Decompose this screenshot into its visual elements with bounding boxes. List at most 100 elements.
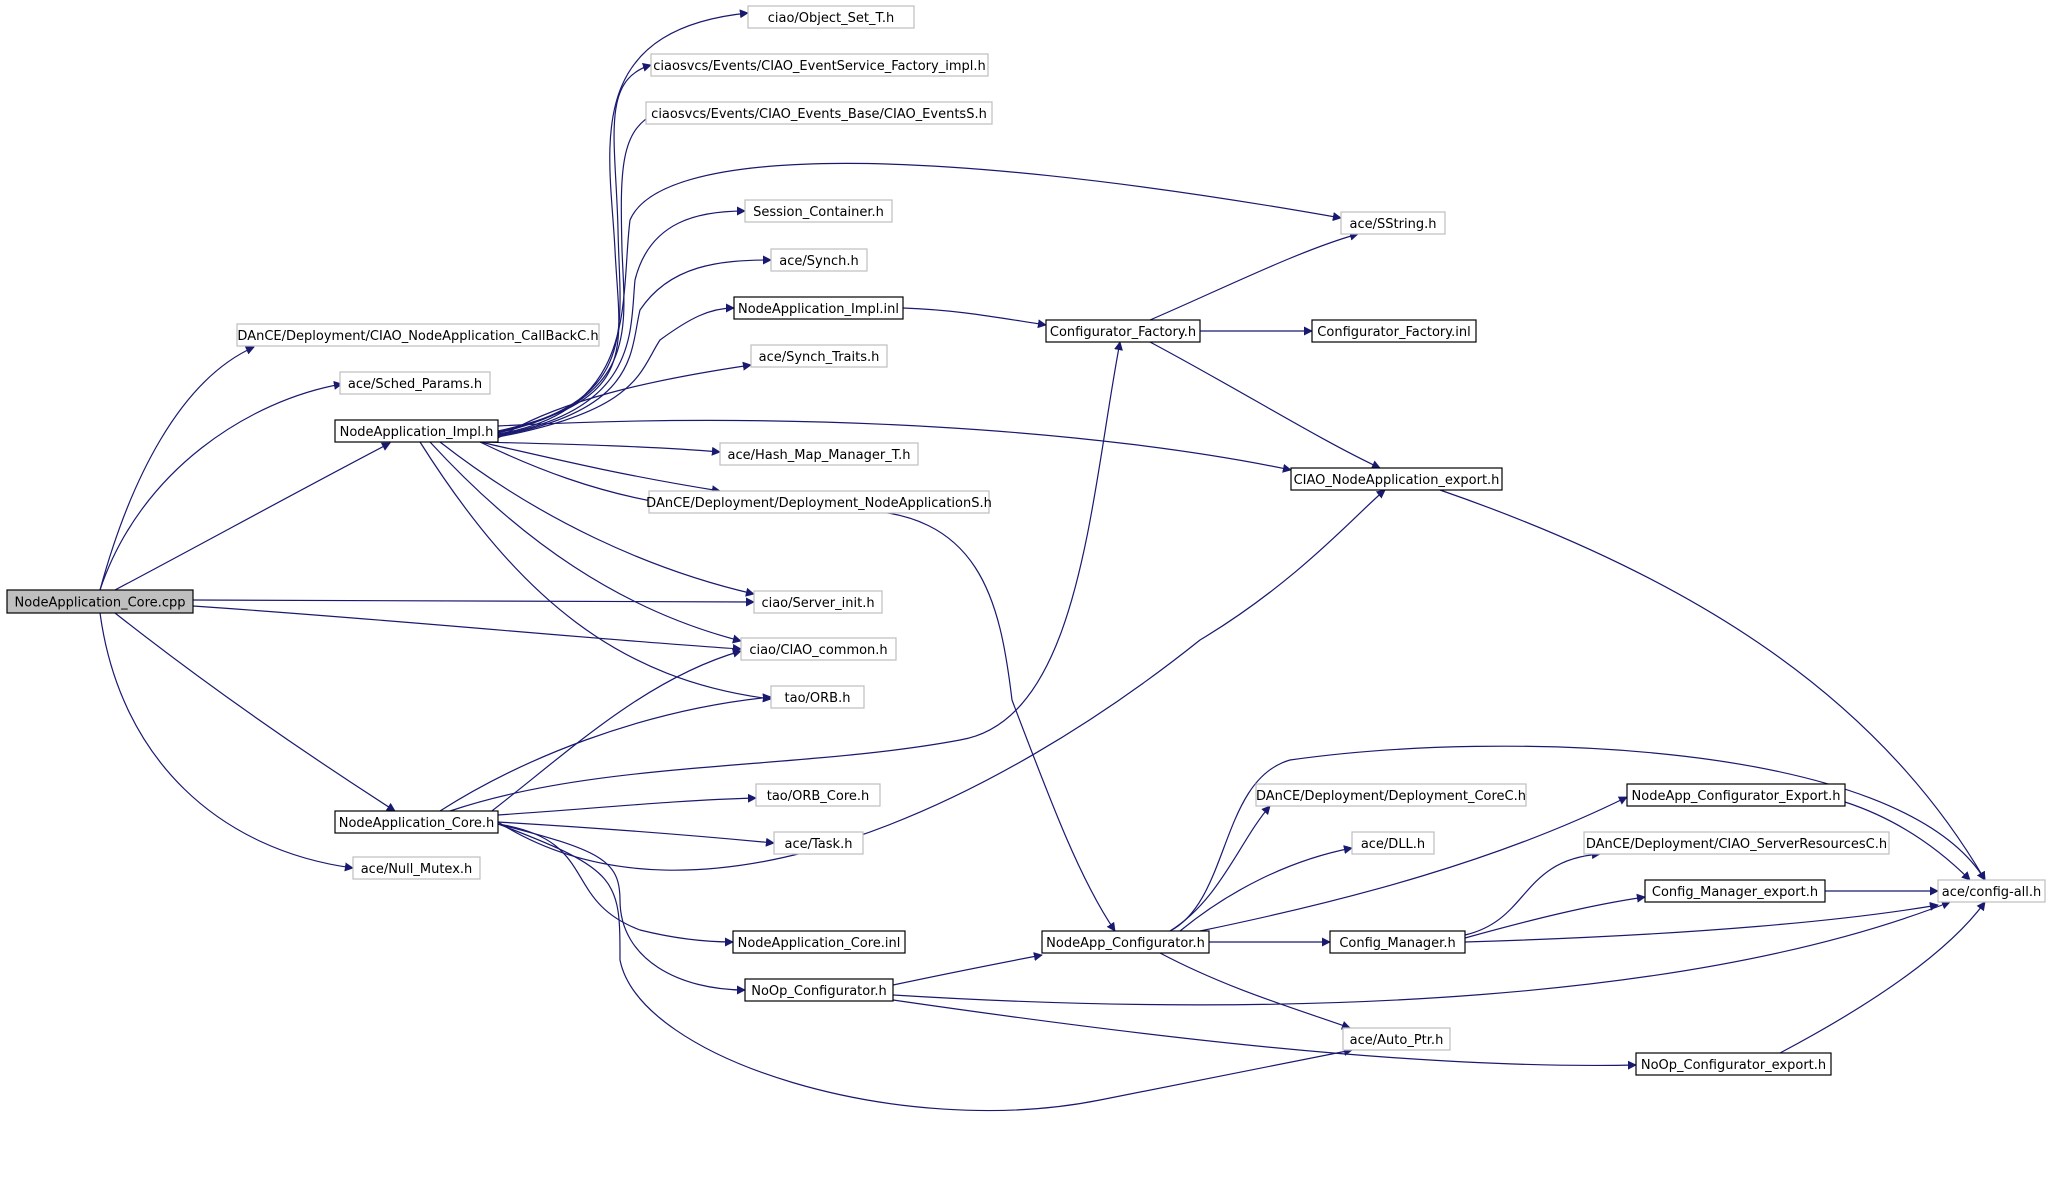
node-box bbox=[773, 831, 864, 855]
edge-impl_h-to-serverinit bbox=[439, 441, 755, 597]
node-configall: ace/config-all.h bbox=[1937, 879, 2046, 903]
node-box bbox=[744, 199, 893, 223]
node-label: NodeApplication_Core.inl bbox=[738, 936, 901, 951]
edge-impl_h-to-session bbox=[497, 206, 746, 436]
node-ciaocommon: ciao/CIAO_common.h bbox=[740, 637, 897, 661]
node-label: ciao/Server_init.h bbox=[761, 596, 874, 611]
node-box bbox=[1340, 211, 1446, 235]
node-label: ace/DLL.h bbox=[1361, 837, 1425, 852]
node-cfgfactory[interactable]: Configurator_Factory.h bbox=[1045, 319, 1201, 343]
edge-cfgmanager-to-configall bbox=[1464, 901, 1939, 943]
edge-root-to-callback bbox=[99, 346, 255, 591]
node-synchtraits: ace/Synch_Traits.h bbox=[750, 344, 888, 368]
node-noopexport[interactable]: NoOp_Configurator_export.h bbox=[1635, 1052, 1832, 1076]
edge-ciaoexport-to-configall bbox=[1439, 489, 1986, 881]
node-box bbox=[1329, 930, 1466, 954]
node-label: ciao/CIAO_common.h bbox=[749, 643, 887, 658]
edge-core_h-to-cfgfactory bbox=[449, 341, 1123, 812]
node-box bbox=[236, 323, 600, 347]
edge-impl_h-to-nodeappcfg bbox=[479, 441, 1116, 932]
node-label: NoOp_Configurator_export.h bbox=[1641, 1058, 1826, 1073]
node-session: Session_Container.h bbox=[744, 199, 893, 223]
node-nodeappcfg[interactable]: NodeApp_Configurator.h bbox=[1041, 930, 1210, 954]
edges bbox=[99, 9, 1986, 1111]
edge-root-to-serverinit bbox=[192, 597, 755, 607]
node-serverres: DAnCE/Deployment/CIAO_ServerResourcesC.h bbox=[1583, 831, 1890, 855]
edge-impl_h-to-depnodeapp bbox=[479, 441, 721, 495]
edge-cfgmanager-to-serverres bbox=[1464, 850, 1601, 936]
edge-cfgfactory-to-ciaoexport bbox=[1149, 341, 1381, 469]
node-label: ace/Hash_Map_Manager_T.h bbox=[728, 448, 911, 463]
node-label: ace/Task.h bbox=[785, 837, 853, 852]
edge-impl_h-to-ciaoexport bbox=[497, 419, 1292, 473]
node-box bbox=[352, 856, 481, 880]
node-label: ace/Auto_Ptr.h bbox=[1350, 1033, 1444, 1048]
node-box bbox=[1937, 879, 2046, 903]
edge-impl_h-to-sstring bbox=[497, 162, 1342, 435]
node-box bbox=[1351, 831, 1435, 855]
node-label: tao/ORB.h bbox=[785, 691, 851, 706]
nodes: NodeApplication_Core.cppNodeApplication_… bbox=[6, 5, 2046, 1076]
edge-root-to-nullmutex bbox=[99, 612, 354, 872]
node-root[interactable]: NodeApplication_Core.cpp bbox=[6, 589, 194, 614]
node-box bbox=[334, 419, 499, 443]
edge-nodeappcfg-to-autoptr bbox=[1159, 952, 1351, 1030]
node-cfgmanager[interactable]: Config_Manager.h bbox=[1329, 930, 1466, 954]
node-orb: tao/ORB.h bbox=[770, 685, 865, 709]
edge-impl_h-to-ciaocommon bbox=[429, 441, 742, 644]
node-box bbox=[1311, 319, 1477, 343]
node-box bbox=[1290, 467, 1503, 491]
node-label: ciao/Object_Set_T.h bbox=[768, 11, 895, 26]
node-box bbox=[750, 344, 888, 368]
node-label: NodeApplication_Impl.h bbox=[340, 425, 494, 440]
edge-root-to-core_h bbox=[114, 612, 396, 812]
node-label: ace/SString.h bbox=[1350, 217, 1437, 232]
node-label: NodeApplication_Impl.inl bbox=[738, 302, 899, 317]
node-box bbox=[744, 978, 894, 1002]
edge-core_h-to-ciaoexport bbox=[497, 489, 1386, 871]
node-label: CIAO_NodeApplication_export.h bbox=[1294, 473, 1500, 488]
node-label: DAnCE/Deployment/CIAO_ServerResourcesC.h bbox=[1586, 837, 1887, 852]
node-box bbox=[733, 296, 904, 320]
node-ciaoexport[interactable]: CIAO_NodeApplication_export.h bbox=[1290, 467, 1503, 491]
node-nullmutex: ace/Null_Mutex.h bbox=[352, 856, 481, 880]
node-cfgfactory_inl[interactable]: Configurator_Factory.inl bbox=[1311, 319, 1477, 343]
node-label: NodeApp_Configurator.h bbox=[1046, 936, 1205, 951]
node-nodeappexport[interactable]: NodeApp_Configurator_Export.h bbox=[1626, 783, 1846, 807]
node-box bbox=[1626, 783, 1846, 807]
node-box bbox=[1045, 319, 1201, 343]
node-label: ace/config-all.h bbox=[1942, 885, 2042, 900]
node-box bbox=[1041, 930, 1210, 954]
edge-impl_h-to-impl_inl bbox=[497, 303, 735, 438]
node-sched: ace/Sched_Params.h bbox=[339, 371, 491, 395]
node-label: NodeApplication_Core.cpp bbox=[15, 596, 186, 611]
node-noop[interactable]: NoOp_Configurator.h bbox=[744, 978, 894, 1002]
node-core_inl[interactable]: NodeApplication_Core.inl bbox=[732, 930, 906, 954]
node-evbase: ciaosvcs/Events/CIAO_Events_Base/CIAO_Ev… bbox=[645, 101, 993, 125]
node-impl_h[interactable]: NodeApplication_Impl.h bbox=[334, 419, 499, 443]
node-box bbox=[6, 589, 194, 614]
edge-impl_inl-to-cfgfactory bbox=[902, 307, 1047, 329]
node-label: ace/Synch.h bbox=[779, 254, 858, 269]
edge-nodeappcfg-to-nodeappexport bbox=[1199, 796, 1628, 932]
edge-impl_h-to-orb bbox=[419, 441, 772, 703]
edge-core_h-to-task bbox=[497, 821, 775, 847]
edge-impl_h-to-synch bbox=[497, 255, 772, 437]
node-box bbox=[1342, 1027, 1451, 1051]
node-cfgmgrexport[interactable]: Config_Manager_export.h bbox=[1644, 879, 1826, 903]
node-box bbox=[1255, 783, 1527, 807]
edge-cfgfactory-to-sstring bbox=[1149, 231, 1359, 321]
edge-impl_h-to-evbase bbox=[497, 112, 657, 434]
node-label: Configurator_Factory.h bbox=[1050, 325, 1196, 340]
node-label: ciaosvcs/Events/CIAO_EventService_Factor… bbox=[653, 59, 985, 74]
node-impl_inl[interactable]: NodeApplication_Impl.inl bbox=[733, 296, 904, 320]
node-box bbox=[334, 810, 499, 834]
edge-nodeappcfg-to-configall bbox=[1169, 745, 1986, 932]
node-label: DAnCE/Deployment/Deployment_CoreC.h bbox=[1256, 789, 1526, 804]
node-label: Configurator_Factory.inl bbox=[1317, 325, 1470, 340]
node-box bbox=[339, 371, 491, 395]
node-box bbox=[645, 101, 993, 125]
node-label: ciaosvcs/Events/CIAO_Events_Base/CIAO_Ev… bbox=[651, 107, 987, 122]
node-core_h[interactable]: NodeApplication_Core.h bbox=[334, 810, 499, 834]
node-label: NodeApp_Configurator_Export.h bbox=[1632, 789, 1841, 804]
